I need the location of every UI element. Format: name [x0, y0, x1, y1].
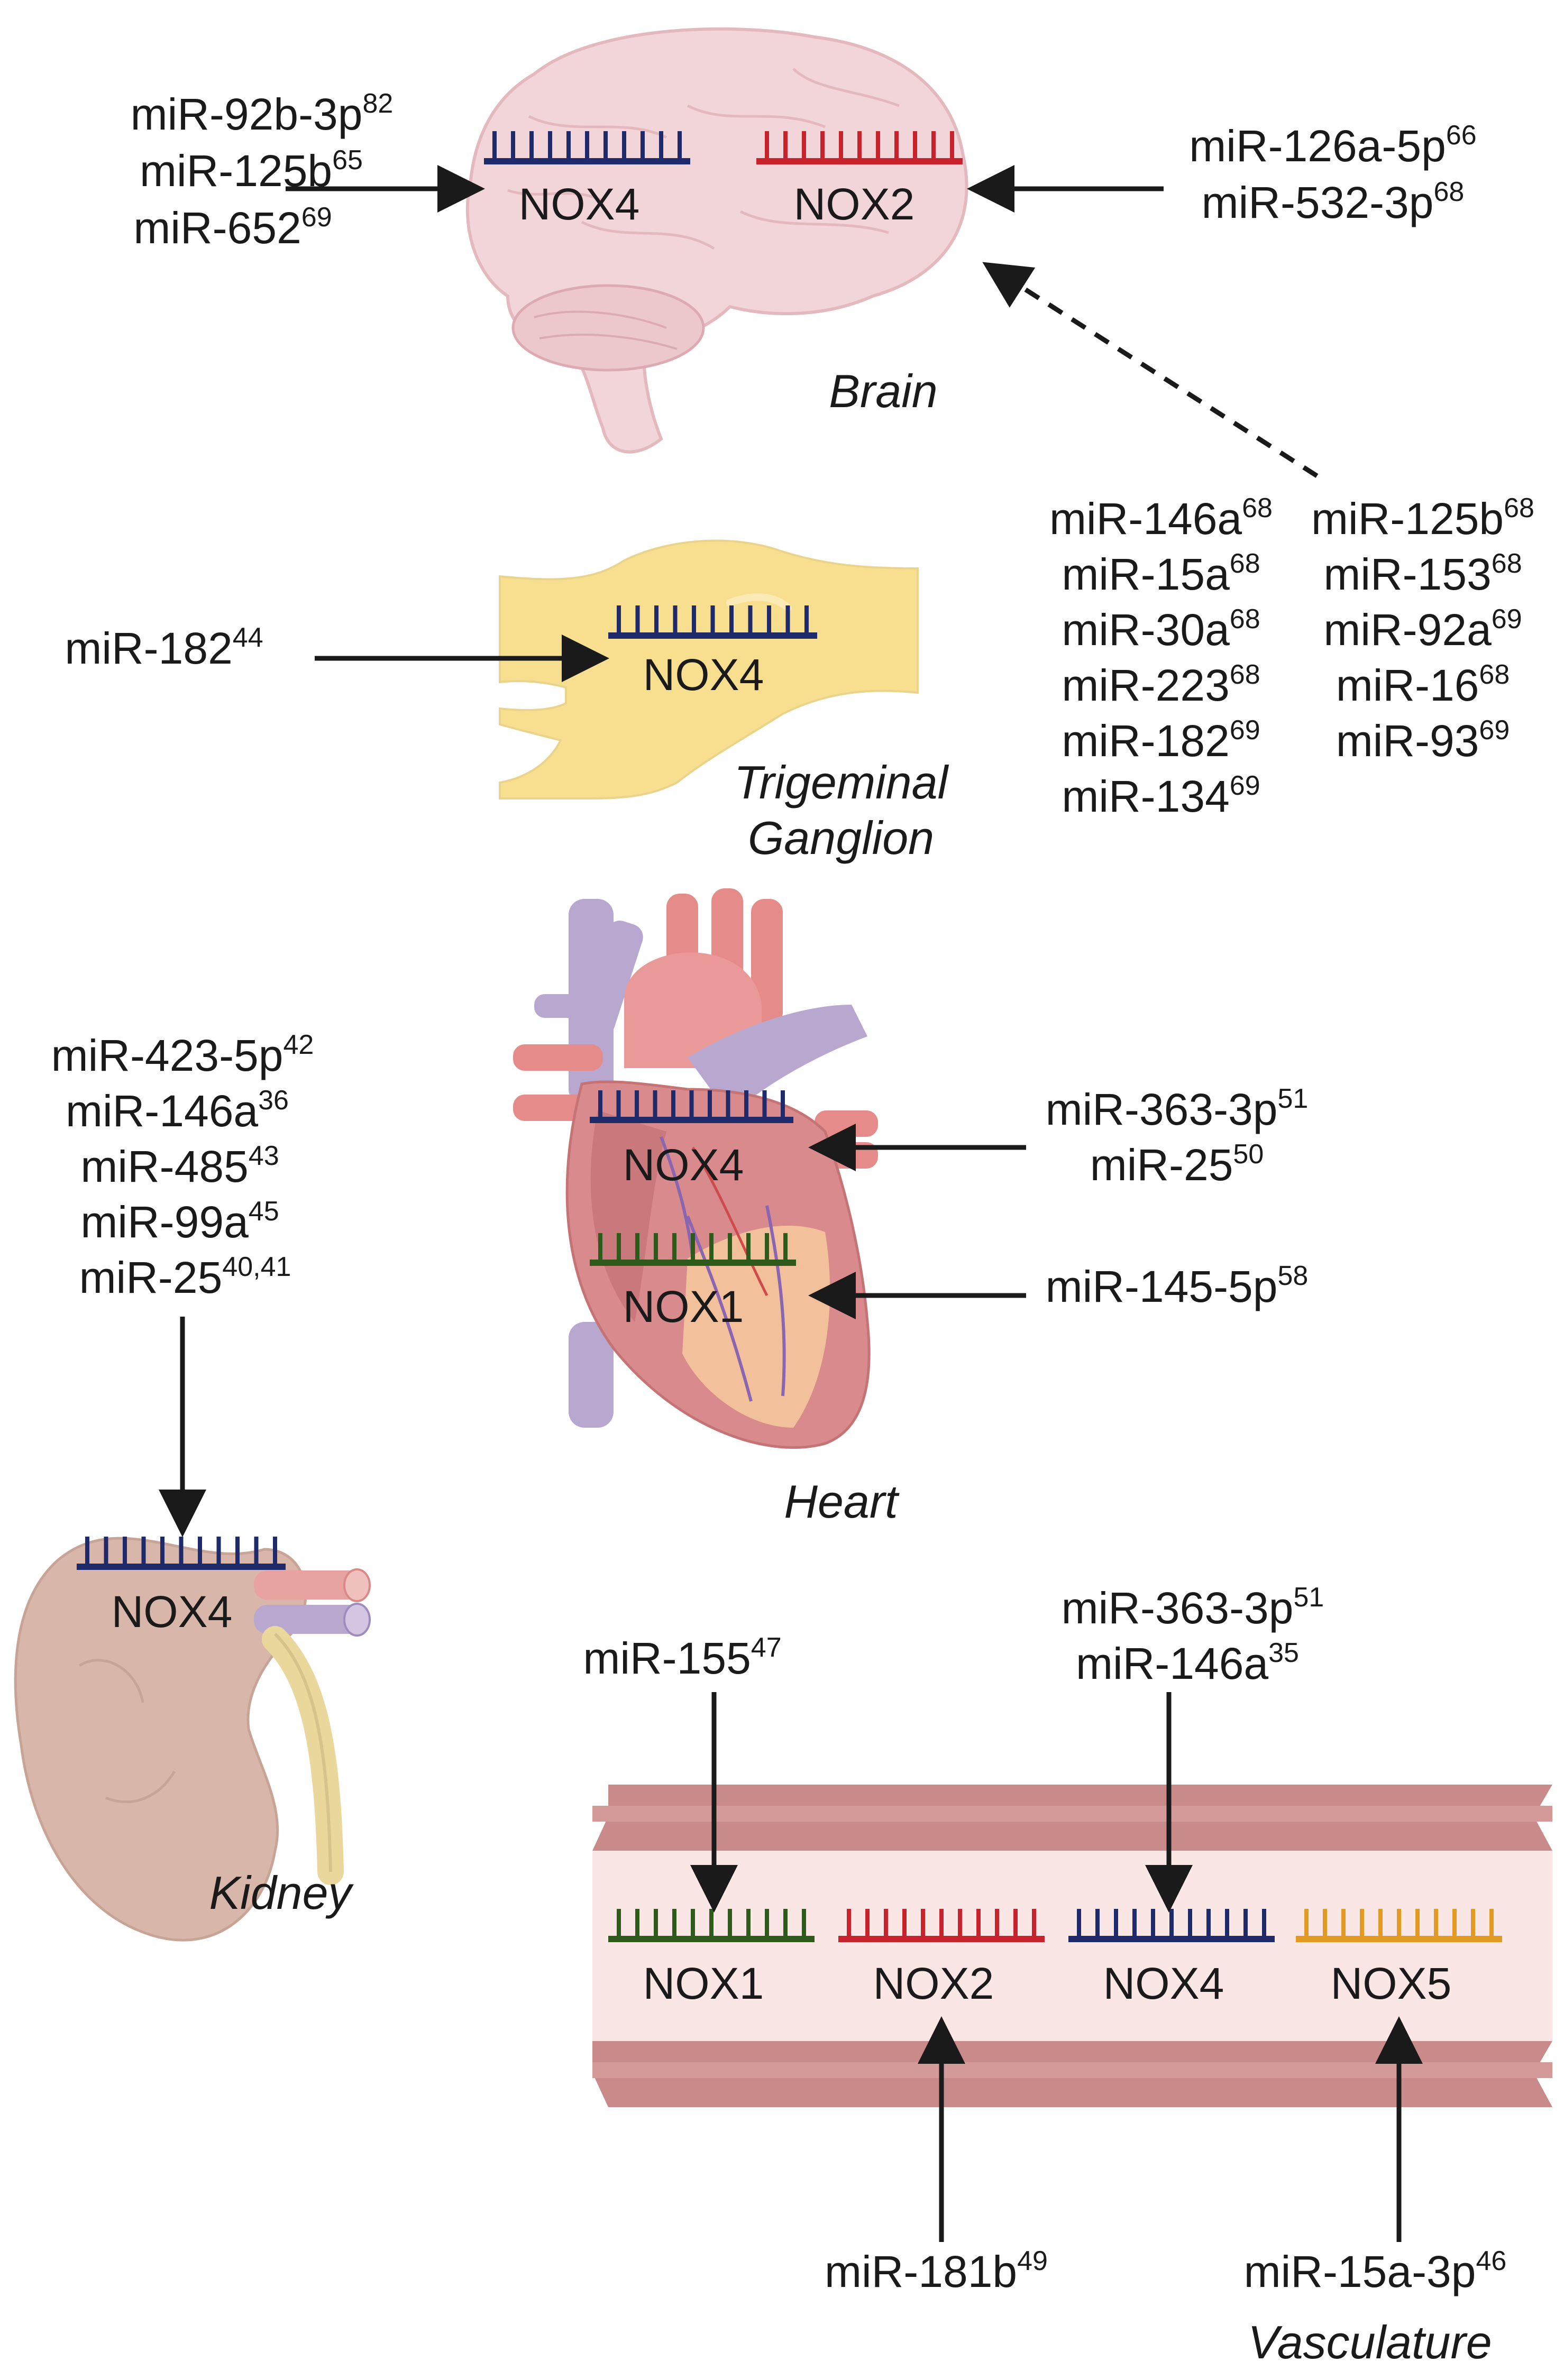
kidney-illustration — [14, 1537, 371, 1942]
dashed-col2-mir-3: miR-92a69 — [1323, 604, 1522, 655]
kidney-nox4-label: NOX4 — [112, 1587, 233, 1637]
vessel-nox2-label: NOX2 — [873, 1959, 994, 2008]
trigeminal-label-line2: Ganglion — [748, 812, 934, 864]
brain-nox4-gene: NOX4 — [484, 131, 690, 229]
dashed-col1-mir-1: miR-146a68 — [1049, 493, 1273, 544]
heart-nox4-mir-1: miR-363-3p51 — [1046, 1083, 1309, 1134]
heart-nox4-mir-2: miR-2550 — [1090, 1139, 1264, 1190]
kidney-mir-4: miR-99a45 — [80, 1196, 279, 1247]
heart-nox4-gene: NOX4 — [590, 1090, 793, 1190]
dashed-col1-mir-2: miR-15a68 — [1062, 548, 1260, 599]
kidney-mir-1: miR-423-5p42 — [51, 1030, 314, 1080]
brain-label: Brain — [829, 365, 937, 417]
brain-dashed-arrow — [982, 262, 1319, 478]
trigeminal-ganglion-illustration — [499, 539, 919, 800]
kidney-label: Kidney — [209, 1867, 354, 1919]
trigeminal-label-line1: Trigeminal — [734, 756, 949, 808]
kidney-nox4-gene: NOX4 — [77, 1537, 286, 1637]
dashed-col2-mir-1: miR-125b68 — [1311, 493, 1534, 544]
dashed-col2-mir-4: miR-1668 — [1336, 659, 1510, 710]
brain-nox2-gene: NOX2 — [756, 131, 963, 229]
heart-nox4-label: NOX4 — [623, 1140, 744, 1190]
brain-right-mir-1: miR-126a-5p66 — [1189, 120, 1476, 171]
heart-nox1-label: NOX1 — [623, 1282, 744, 1331]
vessel-nox4-mir-2: miR-146a35 — [1076, 1638, 1299, 1688]
kidney-mir-list: miR-423-5p42 miR-146a36 miR-48543 miR-99… — [51, 1030, 314, 1302]
kidney-mir-5: miR-2540,41 — [79, 1252, 291, 1302]
brain-dashed-col1: miR-146a68 miR-15a68 miR-30a68 miR-22368… — [1049, 493, 1273, 821]
dashed-col1-mir-3: miR-30a68 — [1062, 604, 1260, 655]
kidney-mir-2: miR-146a36 — [66, 1085, 289, 1136]
vessel-nox1-mir-1: miR-15547 — [583, 1632, 781, 1683]
brain-right-mir-2: miR-532-3p68 — [1202, 177, 1465, 227]
vessel-nox1-gene: NOX1 — [608, 1909, 815, 2008]
vessel-nox4-label: NOX4 — [1103, 1959, 1224, 2008]
vessel-nox4-mir-1: miR-363-3p51 — [1062, 1582, 1324, 1633]
vessel-nox4-gene: NOX4 — [1068, 1909, 1275, 2008]
vessel-nox5-gene: NOX5 — [1296, 1909, 1502, 2008]
vessel-nox2-mir-1: miR-181b49 — [825, 2246, 1048, 2296]
heart-label: Heart — [784, 1475, 900, 1528]
dashed-col1-mir-6: miR-13469 — [1062, 770, 1260, 821]
brain-nox4-label: NOX4 — [519, 179, 640, 229]
trigeminal-nox4-label: NOX4 — [643, 650, 764, 700]
dashed-col1-mir-5: miR-18269 — [1062, 715, 1260, 766]
vessel-nox5-label: NOX5 — [1331, 1959, 1452, 2008]
brain-left-mir-1: miR-92b-3p82 — [131, 88, 394, 139]
dashed-col1-mir-4: miR-22368 — [1062, 659, 1260, 710]
brain-nox2-label: NOX2 — [794, 179, 915, 229]
kidney-mir-3: miR-48543 — [80, 1141, 279, 1191]
trigeminal-nox4-gene: NOX4 — [608, 605, 817, 700]
heart-nox1-mir-1: miR-145-5p58 — [1046, 1261, 1309, 1311]
vessel-illustration — [592, 1785, 1552, 2107]
dashed-col2-mir-2: miR-15368 — [1323, 548, 1522, 599]
vessel-nox5-mir-1: miR-15a-3p46 — [1244, 2246, 1507, 2296]
vessel-nox2-gene: NOX2 — [838, 1909, 1045, 2008]
vessel-nox1-label: NOX1 — [643, 1959, 764, 2008]
vasculature-label: Vasculature — [1248, 2316, 1492, 2368]
brain-dashed-col2: miR-125b68 miR-15368 miR-92a69 miR-1668 … — [1311, 493, 1534, 766]
brain-left-mir-3: miR-65269 — [133, 202, 332, 253]
dashed-col2-mir-5: miR-9369 — [1336, 715, 1510, 766]
trigeminal-mir-1: miR-18244 — [65, 622, 263, 673]
heart-nox1-gene: NOX1 — [590, 1233, 796, 1331]
